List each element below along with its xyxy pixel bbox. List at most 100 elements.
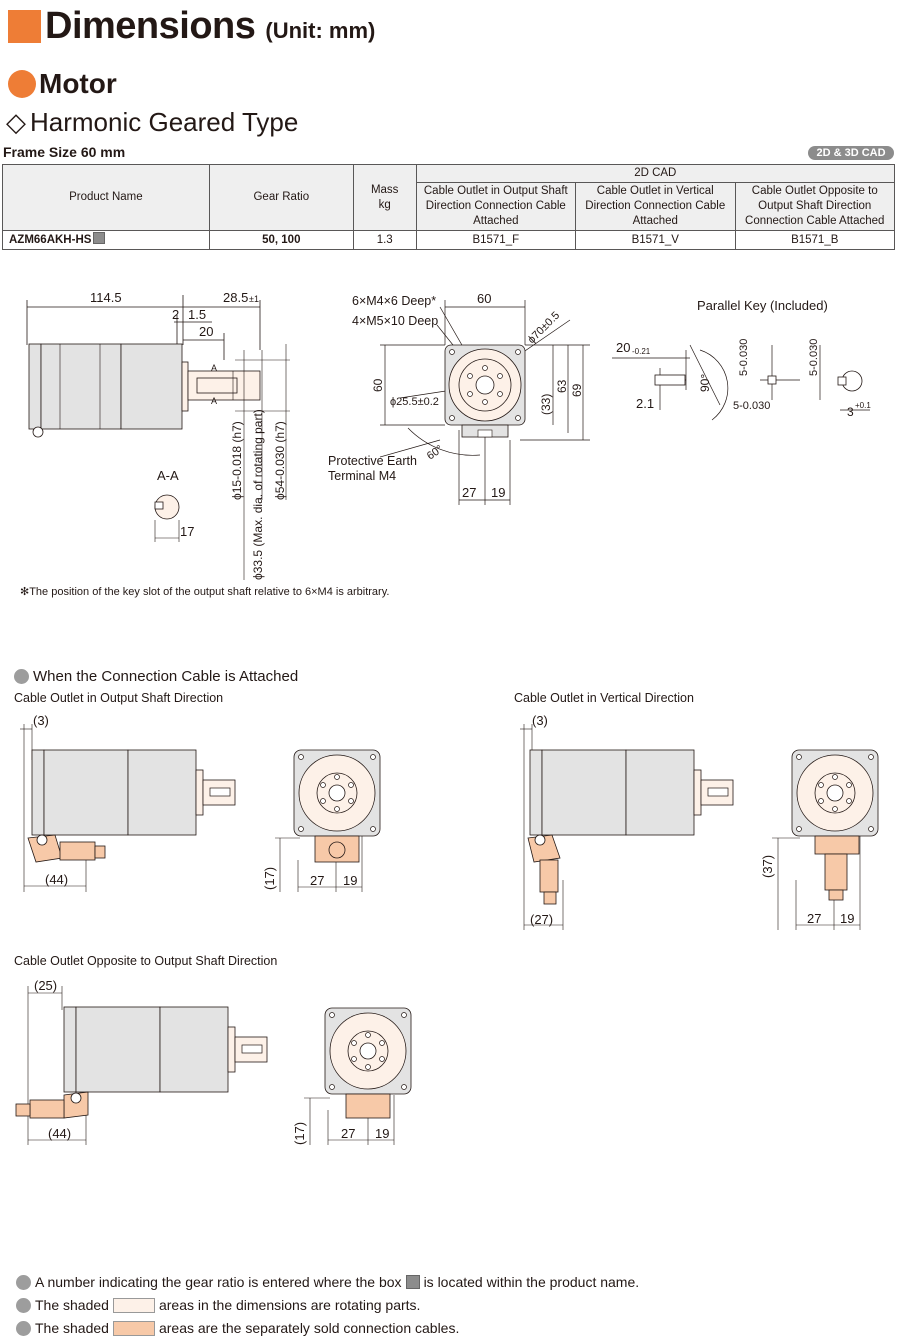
note-text: areas in the dimensions are rotating par… [158,1297,421,1313]
dim-6xm4: 6×M4×6 Deep* [352,294,436,308]
product-name-cell: AZM66AKH-HS [9,234,92,246]
page-header: Dimensions (Unit: mm) [8,4,375,48]
opposite-dim-19: 19 [375,1126,389,1141]
frame-size: Frame Size 60 mm [3,144,126,160]
key-dim-5v2: 5-0.030 [808,339,820,376]
header-2d-cad: 2D CAD [415,164,896,183]
vertical-dim-27: (27) [530,912,553,927]
opposite-dim-44: (44) [48,1126,71,1141]
orange-circle-icon [8,70,36,98]
cad-badge[interactable]: 2D & 3D CAD [808,146,894,160]
subsection-heading: ◇ Harmonic Geared Type [6,107,298,138]
output-dim-19: 19 [343,873,357,888]
opposite-dim-25: (25) [34,978,57,993]
gray-circle-icon [16,1297,31,1313]
key-dim-20: 20 [616,340,630,355]
cable-section-title: When the Connection Cable is Attached [33,668,299,685]
opposite-dim-27: 27 [341,1126,355,1141]
front-view-drawing: 6×M4×6 Deep* 4×M5×10 Deep 60 ϕ70±0.5 60 … [328,291,590,505]
protective-earth-label: Protective Earth [328,454,417,468]
output-dim-17: (17) [262,867,277,890]
key-dim-2-1: 2.1 [636,396,654,411]
key-dim-3: 3 [847,405,854,419]
rotating-swatch [112,1297,155,1313]
gear-ratio-cell: 50, 100 [208,230,354,250]
subsection-title: Harmonic Geared Type [30,107,299,137]
dim-1-5: 1.5 [188,307,206,322]
dim-phi33: ϕ33.5 (Max. dia. of rotating part) [251,409,265,580]
note-text: areas are the separately sold connection… [158,1320,460,1336]
header-product-name: Product Name [2,164,210,231]
vertical-dim-3: (3) [532,713,548,728]
dim-114-5: 114.5 [90,290,122,305]
dim-69: 69 [570,383,584,397]
dim-63: 63 [555,379,569,393]
dim-28-5: 28.5 [223,290,248,305]
section-heading: Motor [8,68,117,100]
section-aa-label: A-A [157,468,179,483]
cable-section-heading: When the Connection Cable is Attached [14,668,298,685]
note-cables: The shaded areas are the separately sold… [16,1320,459,1336]
dim-phi54: ϕ54-0.030 (h7) [273,421,287,500]
note-text: The shaded [35,1320,109,1336]
dim-20: 20 [199,324,213,339]
note-gear-ratio: A number indicating the gear ratio is en… [16,1274,639,1290]
cable-vertical-title: Cable Outlet in Vertical Direction [514,691,694,705]
output-dim-27: 27 [310,873,324,888]
output-dim-44: (44) [45,872,68,887]
cable-output-title: Cable Outlet in Output Shaft Direction [14,691,224,705]
cable-opposite-title: Cable Outlet Opposite to Output Shaft Di… [14,954,278,968]
dim-17: 17 [180,524,194,539]
section-a-bottom: A [211,396,217,406]
section-title: Motor [39,68,117,99]
dim-2: 2 [172,307,179,322]
dim-28-5-tol: ±1 [249,294,259,304]
diamond-icon: ◇ [6,107,26,137]
header-square-icon [8,9,41,43]
note-text: A number indicating the gear ratio is en… [35,1274,402,1290]
key-dim-5v: 5-0.030 [738,339,750,376]
note-rotating-parts: The shaded areas in the dimensions are r… [16,1297,420,1313]
gray-circle-icon [14,669,29,684]
dim-4xm5: 4×M5×10 Deep [352,314,438,328]
footnote: ✻The position of the key slot of the out… [20,586,390,598]
opposite-dim-17: (17) [292,1122,307,1145]
gray-circle-icon [16,1320,31,1336]
header-cad-vertical: Cable Outlet in Vertical Direction Conne… [575,182,736,231]
dim-19: 19 [491,485,505,500]
gear-ratio-box-icon [405,1275,420,1289]
terminal-m4-label: Terminal M4 [328,469,396,483]
vertical-dim-27b: 27 [807,911,821,926]
table-row: AZM66AKH-HS 50, 100 1.3 B1571_F B1571_V … [2,230,895,250]
gear-ratio-box-icon [93,232,106,244]
output-dim-3: (3) [33,713,49,728]
header-cad-output: Cable Outlet in Output Shaft Direction C… [415,182,577,231]
cable-swatch [112,1320,155,1336]
dim-phi25: ϕ25.5±0.2 [390,396,439,408]
cad-vertical-link[interactable]: B1571_V [575,230,736,250]
page-title: Dimensions [45,4,256,47]
table-header-row: Product Name Gear Ratio Mass kg 2D CAD [2,164,896,231]
side-view-drawing: 114.5 28.5 ±1 2 1.5 20 A A A-A 17 ϕ15-0.… [26,290,290,580]
spec-table: Product Name Gear Ratio Mass kg 2D CAD C… [2,164,896,250]
parallel-key-title: Parallel Key (Included) [697,298,828,313]
dim-27: 27 [462,485,476,500]
gray-circle-icon [16,1274,31,1290]
cad-opposite-link[interactable]: B1571_B [734,230,895,250]
vertical-dim-19: 19 [840,911,854,926]
key-dim-90: 90° [698,374,712,392]
dim-60-left: 60 [371,378,385,392]
header-gear-ratio: Gear Ratio [208,164,354,231]
cad-output-link[interactable]: B1571_F [415,230,577,250]
parallel-key-drawing: Parallel Key (Included) 20 -0.21 2.1 90°… [612,298,871,421]
note-text: The shaded [35,1297,109,1313]
dim-33: (33) [539,394,553,415]
unit-label: (Unit: mm) [265,18,376,43]
note-text: is located within the product name. [423,1274,640,1290]
key-dim-5h: 5-0.030 [733,400,770,412]
key-dim-20-tol: -0.21 [632,347,651,356]
section-a-top: A [211,363,217,373]
